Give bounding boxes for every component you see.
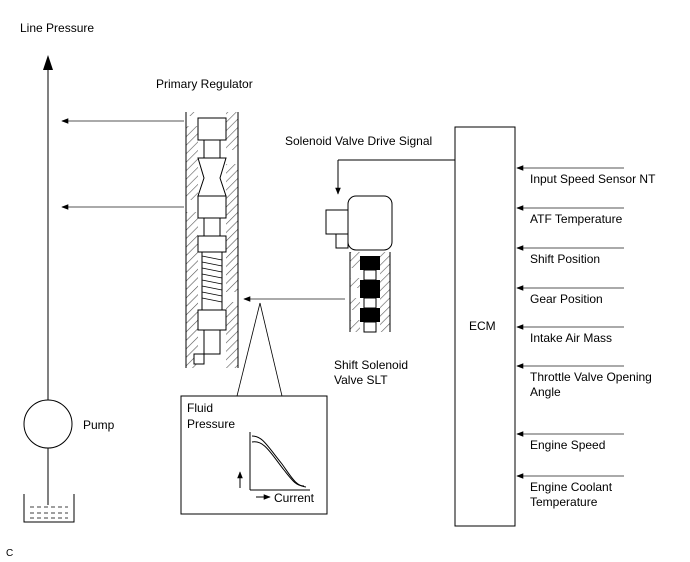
ecm-input-label: Angle <box>530 385 561 399</box>
ecm-input-list: Input Speed Sensor NT ATF TemperatureShif… <box>516 165 656 509</box>
ecm-input-label: Throttle Valve Opening <box>530 370 652 384</box>
pump-label: Pump <box>83 418 115 432</box>
ecm-input-label: Gear Position <box>530 292 603 306</box>
ecm-box <box>454 126 516 527</box>
fluid-pressure-inset: Fluid Pressure Current <box>180 395 328 515</box>
shift-solenoid-label-line2: Valve SLT <box>334 373 388 387</box>
callout-lines <box>236 302 283 397</box>
regulator-feed-arrows <box>61 118 185 210</box>
drive-signal-label: Solenoid Valve Drive Signal <box>285 134 432 148</box>
primary-regulator-label: Primary Regulator <box>156 77 253 91</box>
ecm-input-label: Input Speed Sensor NT <box>530 172 656 186</box>
inset-current-label: Current <box>274 491 315 505</box>
oil-reservoir <box>23 494 75 523</box>
ecm-label: ECM <box>469 319 496 333</box>
pump-symbol <box>23 399 73 449</box>
inset-pressure-label: Pressure <box>187 417 235 431</box>
line-pressure-label: Line Pressure <box>20 21 94 35</box>
corner-mark: C <box>6 548 13 559</box>
ecm-input-label: Intake Air Mass <box>530 331 612 345</box>
arrow-icon <box>43 55 53 70</box>
inset-fluid-label: Fluid <box>187 401 213 415</box>
ecm-input-label: Temperature <box>530 495 598 509</box>
shift-solenoid-label-line1: Shift Solenoid <box>334 358 408 372</box>
ecm-input-label: Engine Speed <box>530 438 605 452</box>
drive-signal-line <box>335 159 455 195</box>
ecm-input-label: Shift Position <box>530 252 600 266</box>
shift-solenoid-valve-slt <box>325 195 393 333</box>
ecm-input-label: Engine Coolant <box>530 480 613 494</box>
line-pressure-main-line <box>43 55 53 505</box>
ecm-input-label: ATF Temperature <box>530 212 623 226</box>
primary-regulator-valve <box>184 112 240 368</box>
